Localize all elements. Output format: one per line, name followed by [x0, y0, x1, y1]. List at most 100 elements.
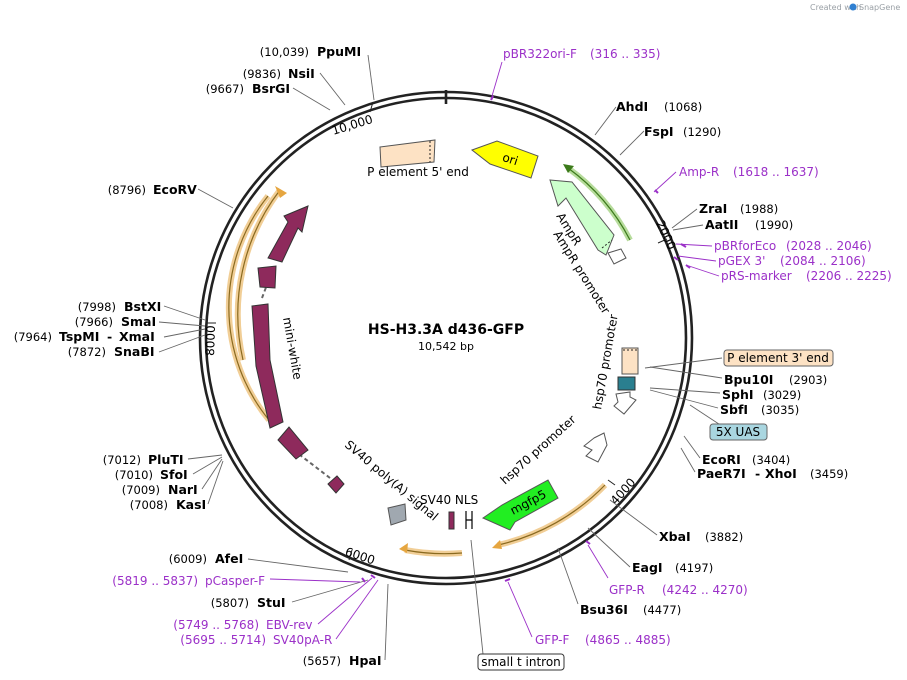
primer-gfp-r: GFP-R: [609, 583, 645, 597]
leader-sfoi: [192, 456, 223, 475]
enzyme-pluti-pos: (7012): [103, 453, 141, 467]
enzyme-aatii-pos: (1990): [755, 218, 793, 232]
enzyme-snabi-pos: (7872): [68, 345, 106, 359]
primer-mark-pgex3: [673, 256, 679, 261]
leader-pluti: [187, 454, 223, 460]
leader-nari: [201, 458, 223, 490]
tick-mark-4000: [607, 479, 616, 486]
leader-pbr322ori-f: [491, 61, 503, 97]
feature-hsp70-arrow-1: [613, 391, 637, 415]
enzyme-kasi: KasI: [176, 497, 206, 512]
primer-amp-r: Amp-R: [679, 165, 719, 179]
label-uas: 5X UAS: [716, 425, 760, 439]
enzyme-ecorv: EcoRV: [153, 182, 197, 197]
primer-pgex3: pGEX 3': [718, 254, 765, 268]
primer-prs-marker-range: (2206 .. 2225): [806, 269, 892, 283]
leader-zrai: [671, 208, 698, 229]
enzyme-nari-pos: (7009): [122, 483, 160, 497]
tick-label-2000: 2000: [653, 218, 679, 252]
orf-arc-left: [228, 195, 270, 421]
enzyme-fspi: FspI: [644, 124, 674, 139]
leader-xbai: [609, 499, 658, 536]
leader-pcasper-f: [269, 578, 361, 583]
enzyme-zrai: ZraI: [699, 201, 727, 216]
leader-kasi: [207, 460, 224, 505]
leader-prs-marker: [685, 264, 720, 277]
leader-bpu10i: [649, 366, 723, 379]
enzyme-kasi-pos: (7008): [130, 498, 168, 512]
feature-teal-block: [617, 376, 636, 391]
enzyme-bpu10i-pos: (2903): [789, 373, 827, 387]
primer-pbrforeco: pBRforEco: [714, 239, 776, 253]
enzyme-ahdi: AhdI: [616, 99, 648, 114]
leader-p-element-3: [644, 357, 723, 369]
primer-pbr322ori-f-range: (316 .. 335): [590, 47, 660, 61]
feature-mini-white-exon-5: [267, 205, 309, 263]
enzyme-smai-pos: (7966): [75, 315, 113, 329]
label-p-element-3: P element 3' end: [727, 351, 829, 365]
leader-tspmi: [163, 328, 206, 338]
tick-label-4000: 4000: [608, 475, 639, 507]
enzyme-sfoi-pos: (7010): [115, 468, 153, 482]
feature-hsp70-arrow-2: [583, 432, 608, 463]
primer-pcasper-f: pCasper-F: [205, 574, 265, 588]
leader-ppumi: [367, 54, 375, 101]
leader-ebv-rev: [317, 577, 373, 625]
tick-label-8000: 8000: [203, 325, 218, 356]
primer-prs-marker: pRS-marker: [721, 269, 792, 283]
leader-sv40pa-r: [335, 579, 379, 640]
primer-sv40pa-r: SV40pA-R: [273, 633, 332, 647]
leader-snabi: [158, 334, 206, 353]
primer-amp-r-range: (1618 .. 1637): [733, 165, 819, 179]
leader-pgex3: [677, 255, 717, 262]
leader-ecori: [683, 435, 701, 459]
label-box-p-element-3: [723, 349, 834, 367]
enzyme-xhoi-pos: (3459): [810, 467, 848, 481]
primer-mark-ebv-rev: [370, 574, 376, 579]
leader-gfp-r: [587, 544, 609, 579]
orf-arc-ampr: [567, 167, 631, 241]
enzyme-paer7i-dash: -: [755, 466, 760, 481]
leader-sphi: [649, 387, 721, 394]
primer-ebv-rev-range: (5749 .. 5768): [173, 618, 259, 632]
leader-eagi: [587, 527, 631, 568]
leader-small-t-intron: [470, 539, 484, 655]
enzyme-bpu10i: Bpu10I: [724, 372, 773, 387]
enzyme-xbai-pos: (3882): [705, 530, 743, 544]
enzyme-hpai-pos: (5657): [303, 654, 341, 668]
enzyme-afei: AfeI: [215, 551, 243, 566]
orf-arc-left-outer: [237, 189, 281, 361]
tick-mark-2000: [657, 238, 668, 244]
feature-p-element-3: [621, 347, 639, 375]
feature-sv40-nls: [448, 511, 455, 530]
feature-ori-label: ori: [501, 150, 520, 168]
leader-smai: [158, 321, 206, 327]
enzyme-paer7i: PaeR7I: [697, 466, 746, 481]
orf-arc-bottom-right: [497, 484, 606, 546]
feature-sv40-nls-label: SV40 NLS: [420, 493, 478, 507]
enzyme-ppumi: PpuMI: [317, 44, 361, 59]
label-small-t-intron: small t intron: [481, 655, 561, 669]
label-box-uas: [709, 423, 768, 441]
label-box-small-t-intron: [477, 653, 565, 671]
enzyme-stui-pos: (5807): [211, 596, 249, 610]
enzyme-zrai-pos: (1988): [740, 202, 778, 216]
leader-stui: [291, 579, 369, 603]
feature-p-element-5: [379, 139, 436, 168]
enzyme-stui: StuI: [257, 595, 286, 610]
orf-arrow-bottom-right-head: [492, 540, 502, 549]
primer-mark-pcasper-f: [361, 577, 366, 583]
enzyme-xhoi: XhoI: [765, 466, 797, 481]
feature-mini-white-label: mini-white: [280, 316, 305, 381]
feature-mini-white-intron-1: [299, 454, 331, 479]
feature-mini-white-exon-3: [251, 303, 284, 429]
enzyme-fspi-pos: (1290): [683, 125, 721, 139]
enzyme-sbfi-pos: (3035): [761, 403, 799, 417]
enzyme-nari: NarI: [168, 482, 198, 497]
primer-pgex3-range: (2084 .. 2106): [780, 254, 866, 268]
primer-pbr322ori-f: pBR322ori-F: [503, 47, 577, 61]
primer-gfp-r-range: (4242 .. 4270): [662, 583, 748, 597]
leader-nsii: [319, 72, 346, 106]
primer-pbrforeco-range: (2028 .. 2046): [786, 239, 872, 253]
